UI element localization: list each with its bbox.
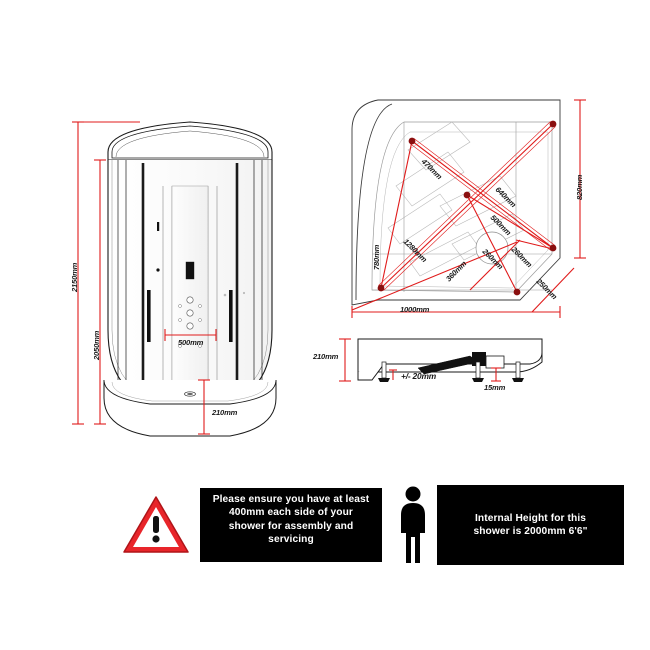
shower-panel: [171, 185, 209, 383]
dim-label-diag-780: 780mm: [372, 244, 381, 270]
dim-label-door-opening-width: 500mm: [178, 338, 204, 347]
height-notice-line-1: Internal Height for this: [474, 512, 587, 524]
door-handles: [147, 222, 246, 342]
dim-label-cabin-height: 2050mm: [92, 330, 101, 360]
dim-label-foot-adjust: +/- 20mm: [401, 371, 436, 381]
clearance-notice-line-1: Please ensure you have at least: [212, 494, 370, 505]
plan-820-dim: [574, 99, 586, 259]
dim-label-tray-height-front: 210mm: [212, 408, 238, 417]
dim-label-plan-width: 1000mm: [400, 305, 430, 314]
plan-view-group: [351, 99, 586, 318]
plan-250-dim: [531, 267, 575, 313]
warning-triangle-icon: [123, 496, 189, 553]
dim-label-plan-depth: 820mm: [575, 174, 584, 200]
front-elevation-group: [72, 121, 277, 437]
dim-label-waste-height: 15mm: [484, 383, 506, 392]
cabin-roof: [107, 121, 273, 161]
clearance-notice-line-2: 400mm each side of your: [228, 507, 354, 519]
clearance-notice-line-4: servicing: [268, 534, 314, 546]
tray-section-group: [339, 338, 543, 382]
dim-label-overall-height: 2150mm: [70, 262, 79, 292]
height-notice-line-2: shower is 2000mm 6'6": [473, 526, 588, 537]
front-dimension-lines: [72, 121, 217, 435]
clearance-notice-line-3: shower for assembly and: [228, 520, 354, 532]
clearance-notice-box: Please ensure you have at least 400mm ea…: [200, 488, 382, 562]
plan-dimension-lines: [351, 120, 557, 311]
notice-strip: Please ensure you have at least 400mm ea…: [0, 470, 650, 580]
tray-feet: [378, 361, 524, 382]
section-dimension-lines: [339, 338, 501, 382]
plan-1000-dim: [351, 306, 561, 318]
person-icon: [401, 486, 425, 563]
height-notice-box: Internal Height for this shower is 2000m…: [437, 485, 624, 565]
dim-label-tray-section-height: 210mm: [313, 352, 339, 361]
shower-tray-front: [103, 379, 277, 437]
